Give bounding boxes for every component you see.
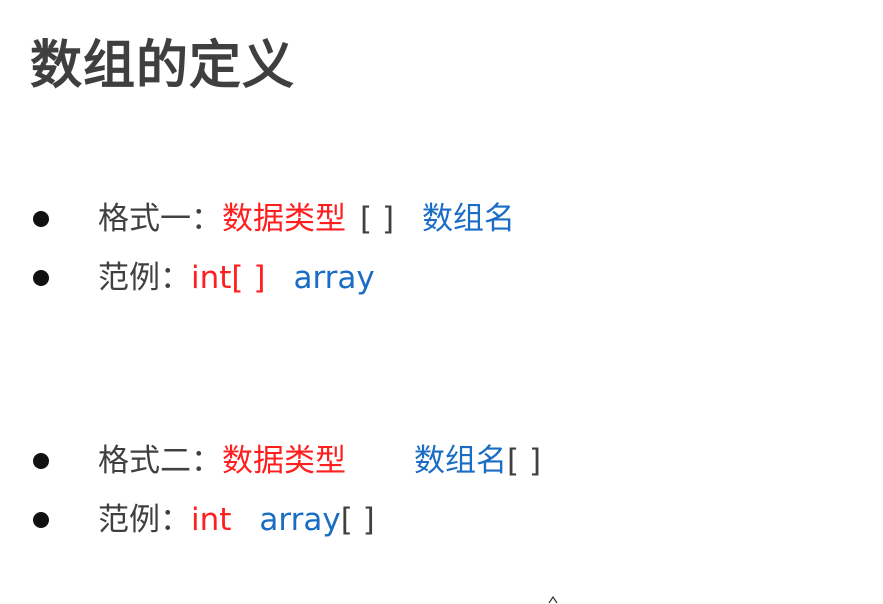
type-text: int	[191, 501, 232, 538]
bullet-icon	[33, 211, 49, 227]
type-text: int[ ]	[191, 259, 266, 296]
bullet-icon	[33, 453, 49, 469]
item-label: 范例：	[98, 501, 191, 538]
brackets-text: [ ]	[340, 501, 375, 538]
bullet-item-example-one: 范例： int[ ] array	[30, 258, 375, 298]
brackets-text: [ ]	[507, 442, 542, 479]
cursor-mark-icon	[548, 596, 558, 604]
brackets-text: [ ]	[360, 200, 395, 237]
slide-title: 数组的定义	[30, 36, 296, 96]
name-text: 数组名	[422, 200, 516, 237]
name-text: array	[259, 501, 341, 538]
type-text: 数据类型	[222, 442, 346, 479]
bullet-icon	[33, 270, 49, 286]
bullet-icon	[33, 512, 49, 528]
bullet-item-example-two: 范例： int array [ ]	[30, 500, 375, 540]
name-text: 数组名	[414, 442, 507, 479]
item-label: 范例：	[98, 259, 191, 296]
bullet-item-format-one: 格式一： 数据类型 [ ] 数组名	[30, 199, 515, 239]
name-text: array	[293, 259, 375, 296]
item-label: 格式二：	[98, 442, 222, 479]
type-text: 数据类型	[222, 200, 346, 237]
bullet-item-format-two: 格式二： 数据类型 数组名 [ ]	[30, 441, 541, 481]
item-label: 格式一：	[98, 200, 222, 237]
